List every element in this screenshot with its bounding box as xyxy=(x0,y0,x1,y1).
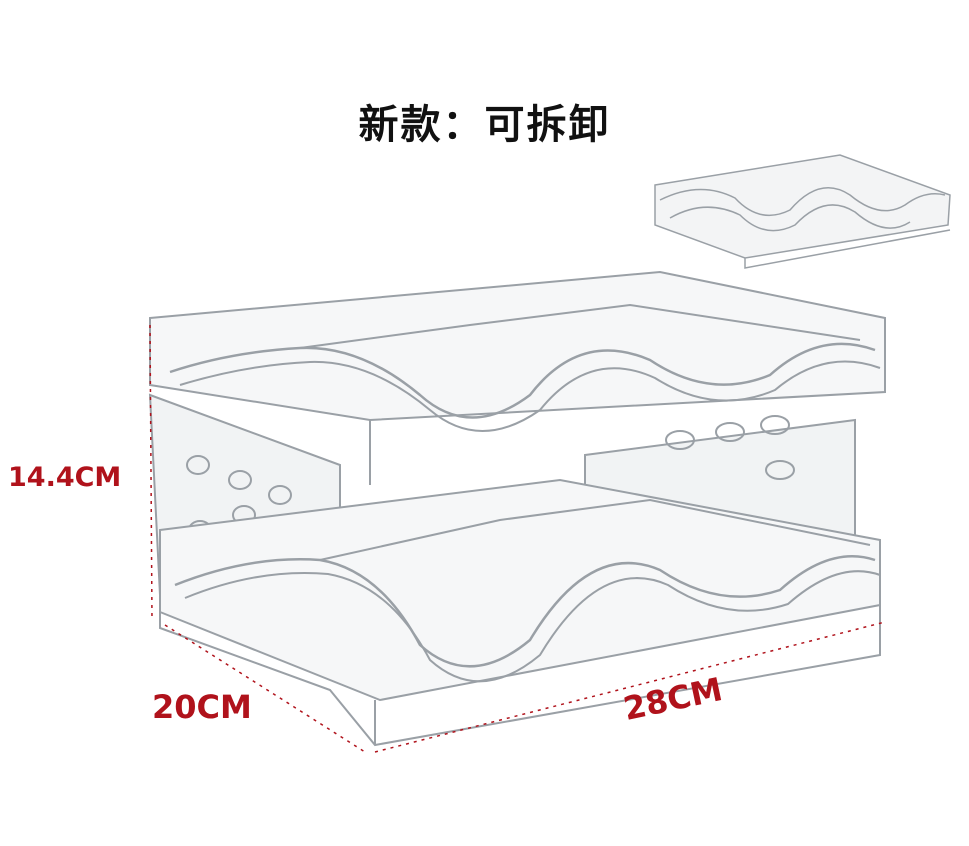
detached-tray-image xyxy=(654,154,951,269)
height-dimension-label: 14.4CM xyxy=(8,462,122,493)
depth-dimension-label: 20CM xyxy=(152,688,252,726)
height-guide xyxy=(149,324,153,621)
product-title: 新款：可拆卸 xyxy=(358,102,611,148)
rack-image xyxy=(148,270,886,747)
dimension-lines xyxy=(149,324,886,753)
